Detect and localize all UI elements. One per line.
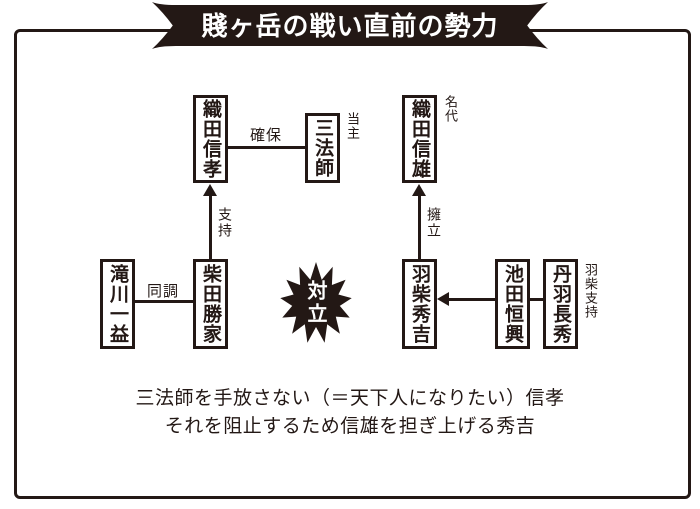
node-sanboshi: 三法師 [305, 113, 340, 183]
edge-doucho-label: 同調 [147, 282, 180, 300]
edge-doucho-line [135, 300, 193, 303]
edge-ikeda-support-arrowhead-icon [437, 292, 449, 306]
edge-yoritsu-label: 擁立 [425, 207, 441, 239]
caption-line-1: 三法師を手放さない（＝天下人になりたい）信孝 [135, 387, 565, 409]
starburst-icon [280, 262, 352, 343]
edge-kakuho-label: 確保 [250, 126, 283, 144]
ribbon-banner-shape [152, 2, 548, 49]
edge-yoritsu-arrowhead-icon [412, 184, 426, 196]
tag-nobukatsu-myoudai: 名代 [442, 95, 457, 123]
node-takigawa-kazumasu: 滝川一益 [100, 259, 135, 349]
page-title: 賤ヶ岳の戦い直前の勢力 [201, 12, 499, 42]
edge-niwa-ikeda-line [530, 298, 543, 301]
node-niwa-nagahide: 丹羽長秀 [543, 259, 578, 349]
caption-line-2: それを阻止するため信雄を担ぎ上げる秀吉 [164, 415, 536, 437]
edge-yoritsu-line [418, 194, 421, 260]
tag-niwa-hashiba-shiji: 羽柴支持 [582, 263, 597, 319]
conflict-badge: 対立 [277, 260, 355, 346]
title-banner: 賤ヶ岳の戦い直前の勢力 [152, 2, 548, 49]
node-oda-nobukatsu: 織田信雄 [402, 95, 437, 183]
node-ikeda-tsuneoki: 池田恒興 [495, 259, 530, 349]
edge-shiji-line [209, 194, 212, 260]
edge-shiji-arrowhead-icon [203, 184, 217, 196]
edge-kakuho-line [228, 146, 305, 149]
edge-ikeda-support-line [448, 298, 495, 301]
edge-shiji-label: 支持 [216, 207, 232, 239]
node-shibata-katsuie: 柴田勝家 [193, 259, 228, 349]
tag-sanboshi-toushu: 当主 [344, 112, 359, 140]
conflict-badge-label: 対立 [304, 280, 328, 326]
node-hashiba-hideyoshi: 羽柴秀吉 [402, 259, 437, 349]
node-oda-nobutaka: 織田信孝 [193, 95, 228, 183]
